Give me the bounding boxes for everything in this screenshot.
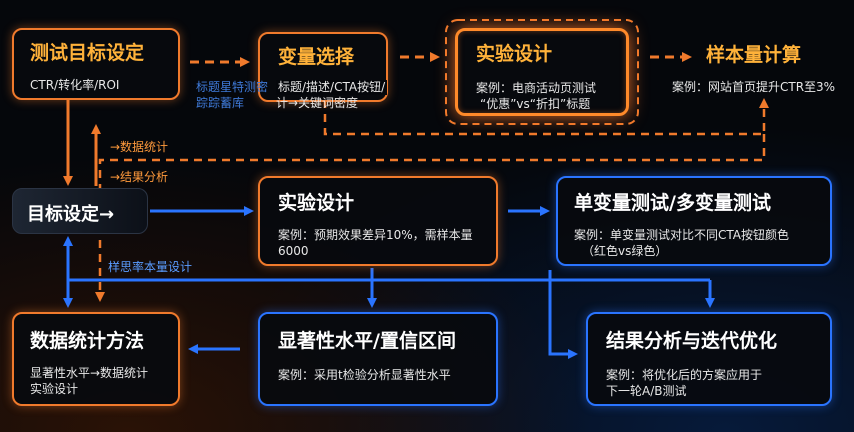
node-variable-ghost-2: 踪踪蓄库 (196, 96, 245, 110)
node-goal-top-title: 测试目标设定 (30, 42, 145, 64)
node-goal-top: 测试目标设定 CTR/转化率/ROI (12, 28, 180, 100)
node-multivariate-body-2: （红色vs绿色） (582, 244, 668, 258)
node-stats-method-body-2: 实验设计 (30, 382, 79, 396)
node-result-analysis-title: 结果分析与迭代优化 (606, 330, 778, 352)
node-experiment-mid-body-1: 案例：预期效果差异10%，需样本量 (278, 228, 473, 242)
node-significance-title: 显著性水平/置信区间 (278, 330, 456, 352)
node-sample-size-title: 样本量计算 (706, 44, 802, 66)
annotation-data-stats: →数据统计 (110, 140, 169, 154)
node-stats-method: 数据统计方法 显著性水平→数据统计 实验设计 (12, 312, 180, 406)
node-stats-method-title: 数据统计方法 (30, 330, 145, 352)
node-variable-body-2: 计→关键词密度 (276, 96, 359, 110)
node-significance: 显著性水平/置信区间 案例：采用t检验分析显著性水平 (258, 312, 498, 406)
node-result-analysis: 结果分析与迭代优化 案例：将优化后的方案应用于 下一轮A/B测试 (586, 312, 832, 406)
node-experiment-mid-body-2: 6000 (278, 244, 309, 258)
node-multivariate-title: 单变量测试/多变量测试 (574, 192, 771, 214)
node-multivariate: 单变量测试/多变量测试 案例：单变量测试对比不同CTA按钮颜色 （红色vs绿色） (556, 176, 832, 266)
node-goal-mid: 目标设定→ (12, 188, 148, 234)
node-experiment-mid: 实验设计 案例：预期效果差异10%，需样本量 6000 (258, 176, 498, 266)
arrow-bus-to-result-left (548, 270, 578, 359)
node-experiment-top: 实验设计 案例：电商活动页测试 “优惠”vs“折扣”标题 (455, 28, 629, 116)
node-experiment-mid-title: 实验设计 (278, 192, 355, 214)
node-sample-size-body: 案例：网站首页提升CTR至3% (672, 80, 836, 94)
node-significance-body: 案例：采用t检验分析显著性水平 (278, 368, 451, 382)
node-goal-mid-title: 目标设定→ (27, 204, 115, 225)
node-variable-body-1: 标题/描述/CTA按钮/ (276, 80, 388, 95)
node-experiment-top-body-1: 案例：电商活动页测试 (476, 81, 597, 95)
node-variable-title: 变量选择 (278, 46, 355, 68)
node-multivariate-body-1: 案例：单变量测试对比不同CTA按钮颜色 (574, 228, 789, 242)
annotation-sample-design: 样思率本量设计 (108, 260, 193, 274)
node-goal-top-body: CTR/转化率/ROI (30, 78, 120, 92)
annotation-result-analysis: →结果分析 (110, 170, 169, 184)
node-result-analysis-body-1: 案例：将优化后的方案应用于 (606, 368, 763, 382)
node-stats-method-body-1: 显著性水平→数据统计 (30, 366, 149, 380)
node-result-analysis-body-2: 下一轮A/B测试 (606, 384, 687, 398)
node-experiment-top-title: 实验设计 (476, 43, 553, 65)
node-experiment-top-body-2: “优惠”vs“折扣”标题 (480, 97, 591, 111)
experiment-dashed-frame (445, 19, 639, 125)
node-variable-ghost-1: 标题星特测密 (196, 80, 269, 94)
dashed-loop-upper (323, 98, 769, 136)
